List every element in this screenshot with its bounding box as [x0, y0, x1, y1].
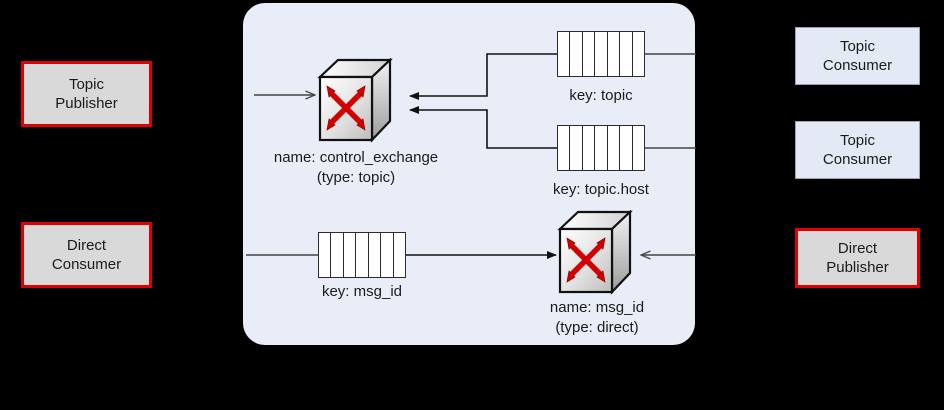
exchange-name-label: name: msg_id: [549, 299, 645, 316]
endpoint-label-line2: Consumer: [51, 256, 122, 273]
exchange-type-label: (type: direct): [555, 318, 639, 336]
endpoint-label-line1: Topic: [839, 131, 875, 149]
queue-cell: [608, 126, 621, 170]
endpoint-topic-publisher[interactable]: Topic Publisher: [21, 61, 152, 127]
queue-cell: [344, 233, 357, 277]
endpoint-label-line2: Publisher: [55, 95, 118, 112]
queue-cell: [595, 32, 608, 76]
queue-cell: [570, 126, 583, 170]
queue-caption-topic: key: topic: [569, 87, 633, 104]
queue-cell: [558, 32, 571, 76]
exchange-caption-control-exchange: name: control_exchange (type: topic): [256, 148, 456, 187]
queue-msg-id[interactable]: [318, 232, 406, 278]
queue-cell: [595, 126, 608, 170]
endpoint-label-line2: Publisher: [826, 259, 889, 276]
endpoint-topic-consumer-2[interactable]: Topic Consumer: [795, 121, 920, 179]
queue-cell: [369, 233, 382, 277]
queue-cell: [633, 32, 644, 76]
queue-topic[interactable]: [557, 31, 645, 77]
queue-cell: [331, 233, 344, 277]
endpoint-label-line1: Direct: [66, 236, 107, 254]
endpoint-label-line1: Topic: [68, 75, 104, 93]
queue-topic-host[interactable]: [557, 125, 645, 171]
queue-cell: [583, 32, 596, 76]
exchange-name-label: name: control_exchange: [273, 149, 439, 166]
queue-caption-topic-host: key: topic.host: [553, 181, 649, 198]
queue-cell: [620, 126, 633, 170]
queue-cell: [583, 126, 596, 170]
endpoint-topic-consumer-1[interactable]: Topic Consumer: [795, 27, 920, 85]
queue-cell: [570, 32, 583, 76]
exchange-type-label: (type: topic): [316, 168, 396, 186]
endpoint-label-line2: Consumer: [822, 151, 893, 168]
queue-cell: [394, 233, 405, 277]
endpoint-label-line2: Consumer: [822, 57, 893, 74]
queue-cell: [620, 32, 633, 76]
queue-caption-msg-id: key: msg_id: [321, 283, 403, 300]
endpoint-label-line1: Direct: [837, 239, 878, 257]
endpoint-direct-consumer[interactable]: Direct Consumer: [21, 222, 152, 288]
queue-cell: [558, 126, 571, 170]
queue-cell: [319, 233, 332, 277]
endpoint-label-line1: Topic: [839, 37, 875, 55]
exchange-icon-msg-id[interactable]: [556, 210, 634, 296]
queue-cell: [356, 233, 369, 277]
endpoint-direct-publisher[interactable]: Direct Publisher: [795, 228, 920, 288]
queue-cell: [608, 32, 621, 76]
queue-cell: [633, 126, 644, 170]
exchange-icon-control-exchange[interactable]: [316, 58, 394, 144]
queue-cell: [381, 233, 394, 277]
exchange-caption-msg-id: name: msg_id (type: direct): [497, 298, 697, 337]
